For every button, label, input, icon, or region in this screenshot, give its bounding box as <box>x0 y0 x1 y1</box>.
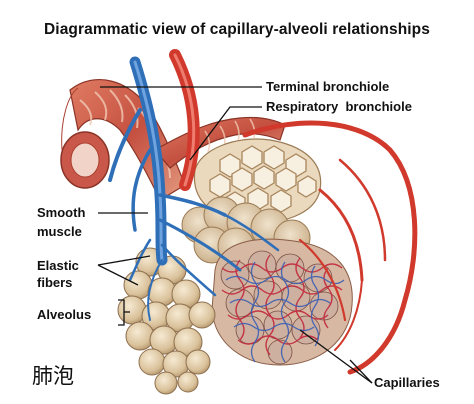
capillary-covered-alveoli <box>211 238 353 366</box>
label-alveolus: Alveolus <box>37 307 92 322</box>
pulmonary-vein <box>169 49 418 375</box>
diagram-title: Diagrammatic view of capillary-alveoli r… <box>44 21 430 38</box>
label-capillaries: Capillaries <box>374 375 440 390</box>
alveolus-cluster <box>117 247 216 395</box>
label-fibers: fibers <box>37 275 73 290</box>
label-terminal-bronchiole: Terminal bronchiole <box>266 79 390 94</box>
label-elastic: Elastic <box>37 258 79 273</box>
label-muscle: muscle <box>37 224 82 239</box>
pulmonary-artery <box>108 56 280 321</box>
label-respiratory-bronchiole: Respiratory bronchiole <box>266 99 412 114</box>
caption-text: 肺泡 <box>32 364 74 388</box>
leader-lines <box>97 86 373 384</box>
label-smooth: Smooth <box>37 205 86 220</box>
